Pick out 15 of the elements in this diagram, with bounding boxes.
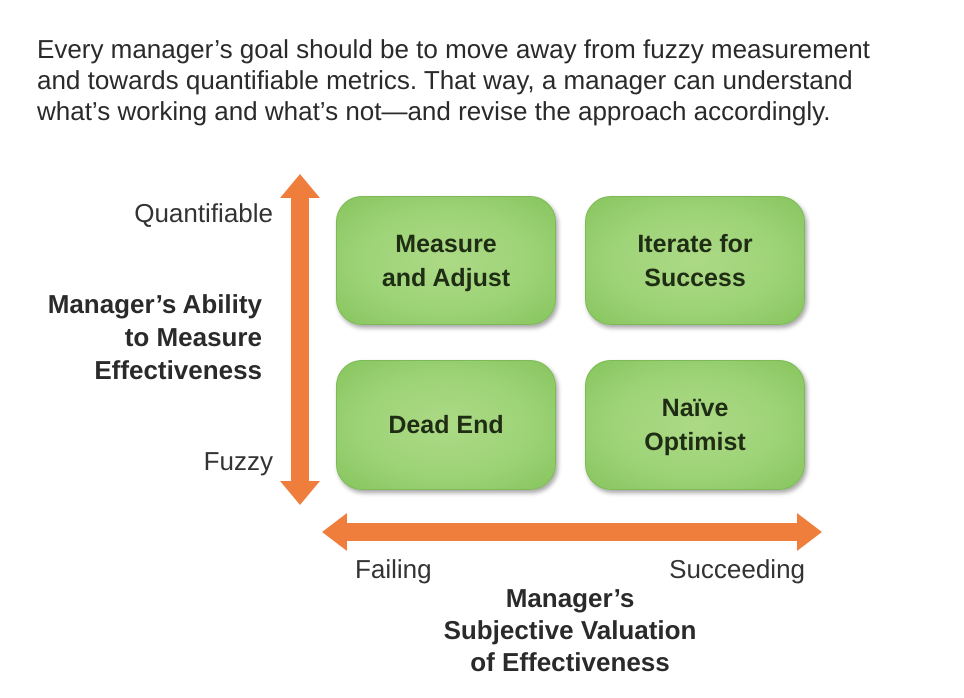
axis-end-label: Failing bbox=[355, 557, 433, 581]
quadrant-label: Iterate for Success bbox=[636, 228, 754, 294]
quadrant-box bbox=[336, 360, 556, 490]
axis-end-label: Quantifiable bbox=[133, 200, 273, 227]
axis-title: Manager’s Subjective Valuation of Effectiveness bbox=[442, 583, 696, 678]
caption-text: Every manager’s goal should be to move away from fuzzy measurement and towards quantifiable metrics. That way, a manager can understand what’s working and what’s not—and revise the approach accordingly. bbox=[37, 34, 871, 127]
axis-title: Manager’s Ability to Measure Effectiveness bbox=[46, 288, 262, 387]
quadrant-box bbox=[585, 360, 805, 490]
axis-end-label: Succeeding bbox=[668, 557, 805, 581]
quadrant-label: Naïve Optimist bbox=[643, 393, 747, 458]
quadrant-box bbox=[336, 196, 556, 325]
quadrant-label: Measure and Adjust bbox=[380, 228, 512, 294]
quadrant-label: Dead End bbox=[388, 410, 504, 441]
axis-end-label: Fuzzy bbox=[202, 448, 273, 475]
quadrant-box bbox=[585, 196, 805, 325]
